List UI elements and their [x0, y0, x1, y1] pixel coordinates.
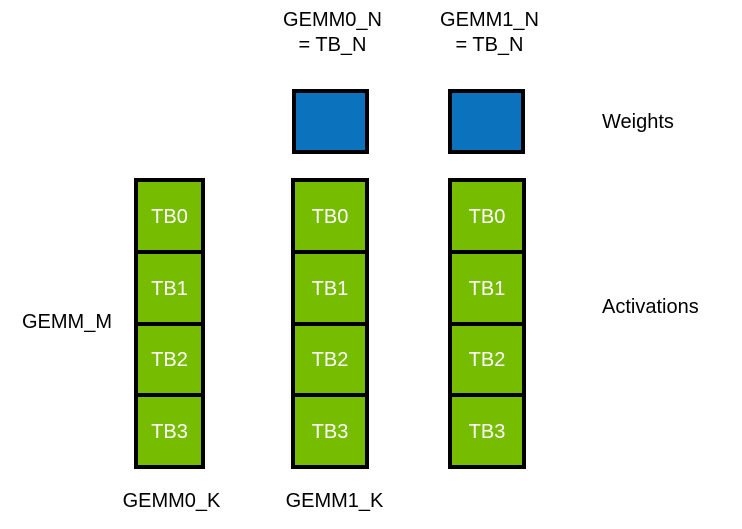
- thread-block-cell: TB3: [291, 394, 369, 469]
- gemm-m-label: GEMM_M: [22, 311, 112, 333]
- thread-block-cell: TB3: [134, 394, 205, 469]
- thread-block-label: TB2: [151, 349, 188, 372]
- thread-block-cell: TB3: [448, 394, 526, 469]
- thread-block-label: TB3: [311, 421, 349, 444]
- thread-block-label: TB2: [468, 349, 506, 372]
- thread-block-label: TB3: [151, 421, 188, 444]
- thread-block-cell: TB1: [291, 250, 369, 326]
- thread-block-label: TB2: [311, 349, 349, 372]
- thread-block-cell: TB0: [134, 178, 205, 254]
- gemm0-n-label: GEMM0_N = TB_N: [283, 9, 382, 56]
- activations-column-0: TB0 TB1 TB2 TB3: [134, 178, 205, 469]
- thread-block-cell: TB2: [291, 322, 369, 398]
- thread-block-cell: TB2: [134, 322, 205, 398]
- thread-block-label: TB0: [311, 205, 349, 228]
- thread-block-label: TB0: [468, 205, 506, 228]
- thread-block-cell: TB1: [134, 250, 205, 326]
- activations-row-label: Activations: [602, 296, 699, 318]
- activations-column-1: TB0 TB1 TB2 TB3: [291, 178, 369, 469]
- thread-block-cell: TB2: [448, 322, 526, 398]
- thread-block-label: TB0: [151, 205, 188, 228]
- weights-row-label: Weights: [602, 111, 674, 133]
- gemm1-k-label: GEMM1_K: [285, 490, 384, 512]
- thread-block-label: TB1: [151, 277, 188, 300]
- thread-block-label: TB1: [311, 277, 349, 300]
- weights-block-gemm0: [292, 89, 369, 154]
- thread-block-cell: TB0: [291, 178, 369, 254]
- gemm1-n-label: GEMM1_N = TB_N: [440, 9, 539, 56]
- weights-block-gemm1: [448, 89, 525, 154]
- thread-block-label: TB3: [468, 421, 506, 444]
- thread-block-cell: TB1: [448, 250, 526, 326]
- activations-column-2: TB0 TB1 TB2 TB3: [448, 178, 526, 469]
- thread-block-label: TB1: [468, 277, 506, 300]
- gemm0-k-label: GEMM0_K: [122, 490, 221, 512]
- thread-block-cell: TB0: [448, 178, 526, 254]
